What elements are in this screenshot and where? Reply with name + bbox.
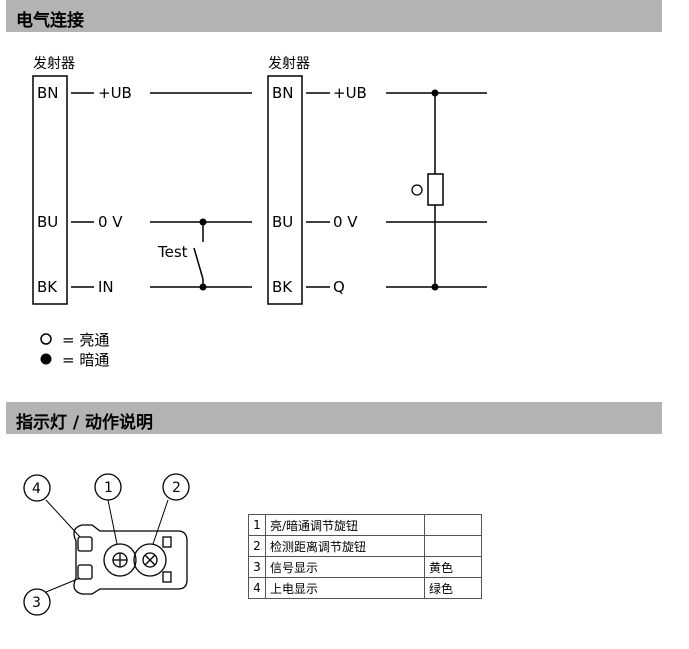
row-color: 绿色 [424, 577, 482, 599]
receiver-pin-bn: BN [272, 84, 294, 102]
callout-1 [94, 473, 122, 501]
receiver-pin-bk: BK [272, 278, 293, 296]
dark-on-legend-icon [40, 353, 52, 365]
receiver-signal-ub: +UB [333, 84, 367, 102]
row-color [424, 535, 482, 557]
test-label: Test [157, 243, 188, 261]
section-title: 指示灯 / 动作说明 [16, 413, 154, 433]
indicator-table: 1 亮/暗通调节旋钮 2 检测距离调节旋钮 3 信号显示 黄色 4 上电显示 绿… [248, 514, 482, 599]
row-color: 黄色 [424, 556, 482, 578]
section-header-indicators: 指示灯 / 动作说明 [6, 402, 662, 434]
row-description: 上电显示 [265, 577, 425, 599]
receiver-block [267, 75, 303, 305]
emitter-signal-ub: +UB [98, 84, 132, 102]
emitter-pin-bu: BU [37, 213, 58, 231]
row-number: 3 [248, 556, 266, 578]
receiver-signal-q: Q [333, 278, 345, 296]
legend-light-on: = 亮通 [62, 331, 109, 349]
test-switch [193, 247, 204, 280]
emitter-signal-0v: 0 V [98, 213, 123, 231]
row-description: 亮/暗通调节旋钮 [265, 514, 425, 536]
row-number: 1 [248, 514, 266, 536]
legend-dark-on: = 暗通 [62, 351, 109, 369]
svg-text:2: 2 [172, 480, 181, 496]
table-row: 2 检测距离调节旋钮 [248, 535, 482, 557]
row-color [424, 514, 482, 536]
table-row: 1 亮/暗通调节旋钮 [248, 514, 482, 536]
row-number: 2 [248, 535, 266, 557]
light-on-symbol [411, 184, 423, 196]
svg-text:3: 3 [32, 595, 41, 611]
section-title: 电气连接 [16, 11, 84, 31]
receiver-signal-0v: 0 V [333, 213, 358, 231]
callout-3 [23, 588, 51, 616]
emitter-pin-bn: BN [37, 84, 59, 102]
svg-text:1: 1 [104, 480, 113, 496]
callout-4 [23, 474, 51, 502]
table-row: 3 信号显示 黄色 [248, 556, 482, 578]
section-header-electrical: 电气连接 [6, 0, 662, 32]
emitter-pin-bk: BK [37, 278, 58, 296]
table-row: 4 上电显示 绿色 [248, 577, 482, 599]
row-description: 检测距离调节旋钮 [265, 535, 425, 557]
callout-2 [162, 473, 190, 501]
light-on-legend-icon [40, 333, 52, 345]
row-number: 4 [248, 577, 266, 599]
svg-text:4: 4 [32, 481, 41, 497]
receiver-title: 发射器 [268, 56, 310, 72]
receiver-pin-bu: BU [272, 213, 293, 231]
junction-dot [431, 283, 439, 291]
row-description: 信号显示 [265, 556, 425, 578]
load-resistor [427, 173, 444, 206]
emitter-signal-in: IN [98, 278, 114, 296]
emitter-block [32, 75, 68, 305]
sensor-top-view [73, 524, 188, 595]
emitter-title: 发射器 [33, 56, 75, 72]
